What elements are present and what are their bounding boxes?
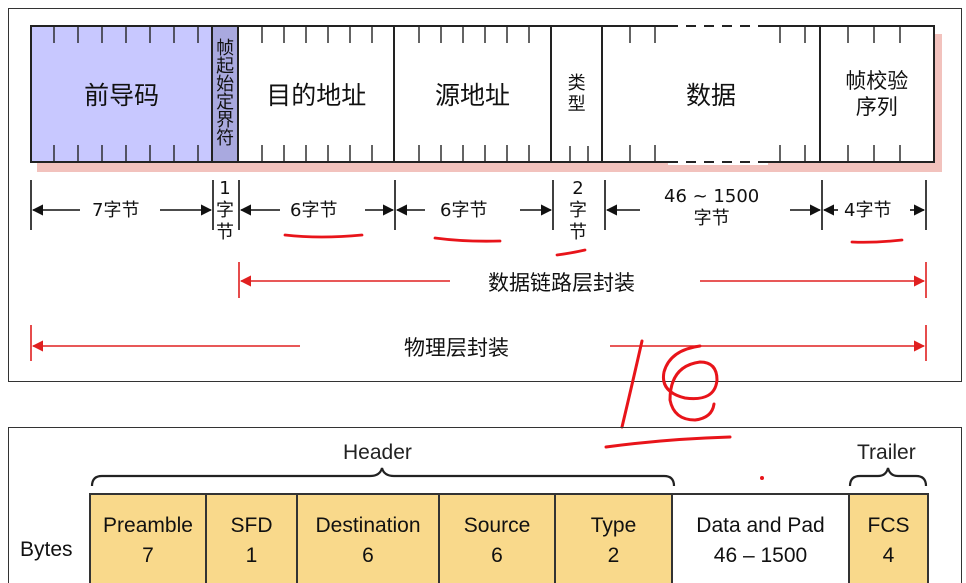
field-label-preamble: 前导码 [84, 81, 160, 110]
ethernet-frame-en: Preamble 7 SFD 1 Destination 6 Source 6 … [89, 493, 929, 583]
bfield-destination: Destination 6 [298, 495, 440, 583]
tick-marks [53, 27, 901, 161]
bfield-source-size: 6 [491, 544, 503, 567]
bottom-diagram-border [8, 427, 962, 583]
bytes-label: Bytes [20, 538, 73, 561]
field-label-destination: 目的地址 [266, 81, 367, 110]
data-break [668, 23, 768, 165]
data-link-layer-label: 数据链路层封装 [482, 267, 641, 297]
trailer-label: Trailer [857, 441, 916, 464]
bfield-data-name: Data and Pad [696, 514, 825, 537]
field-label-sfd: 帧 起 始 定 界 符 [216, 38, 235, 149]
bfield-source-name: Source [463, 514, 531, 537]
size-fcs: 4字节 [842, 200, 894, 222]
bfield-type-name: Type [590, 514, 637, 537]
bfield-destination-size: 6 [362, 544, 374, 567]
field-sfd: 帧 起 始 定 界 符 [213, 27, 240, 161]
bfield-type-size: 2 [607, 544, 620, 567]
size-data: 46 ~ 1500 字节 [662, 186, 762, 230]
bfield-fcs: FCS 4 [850, 495, 927, 583]
field-label-fcs: 帧校验 序列 [845, 69, 909, 119]
braces [90, 467, 928, 487]
bfield-destination-name: Destination [315, 514, 421, 537]
size-sfd: 1 字 节 [215, 178, 235, 244]
size-preamble: 7字节 [90, 200, 142, 222]
field-preamble: 前导码 [32, 27, 214, 161]
physical-layer-label: 物理层封装 [398, 332, 515, 362]
size-destination: 6字节 [288, 200, 340, 222]
field-source-address: 源地址 [395, 27, 552, 161]
field-label-source: 源地址 [435, 81, 511, 110]
bfield-preamble: Preamble 7 [91, 495, 207, 583]
size-arrows [30, 180, 927, 230]
field-label-type: 类 型 [567, 73, 586, 115]
bfield-sfd: SFD 1 [207, 495, 298, 583]
field-label-data: 数据 [685, 81, 736, 110]
bfield-fcs-size: 4 [882, 544, 895, 567]
bfield-source: Source 6 [440, 495, 556, 583]
bfield-preamble-name: Preamble [103, 514, 193, 537]
field-fcs: 帧校验 序列 [821, 27, 934, 161]
bfield-type: Type 2 [556, 495, 673, 583]
handwritten-dot [760, 476, 764, 480]
top-diagram-border [8, 8, 962, 382]
field-type: 类 型 [552, 27, 604, 161]
bfield-sfd-size: 1 [245, 544, 258, 567]
bfield-data: Data and Pad 46 – 1500 [673, 495, 850, 583]
field-data: 数据 [603, 27, 821, 161]
encapsulation-arrows [30, 262, 927, 361]
size-source: 6字节 [438, 200, 490, 222]
header-label: Header [343, 441, 412, 464]
red-underlines [283, 233, 904, 257]
bfield-preamble-size: 7 [142, 544, 154, 567]
ethernet-frame-cn: 前导码 帧 起 始 定 界 符 目的地址 源地址 类 型 数据 帧校验 序列 [30, 25, 935, 163]
field-destination-address: 目的地址 [239, 27, 396, 161]
bfield-data-size: 46 – 1500 [713, 544, 808, 567]
handwritten-18 [604, 339, 732, 449]
bfield-sfd-name: SFD [230, 514, 273, 537]
size-type: 2 字 节 [567, 178, 589, 244]
bfield-fcs-name: FCS [867, 514, 910, 537]
